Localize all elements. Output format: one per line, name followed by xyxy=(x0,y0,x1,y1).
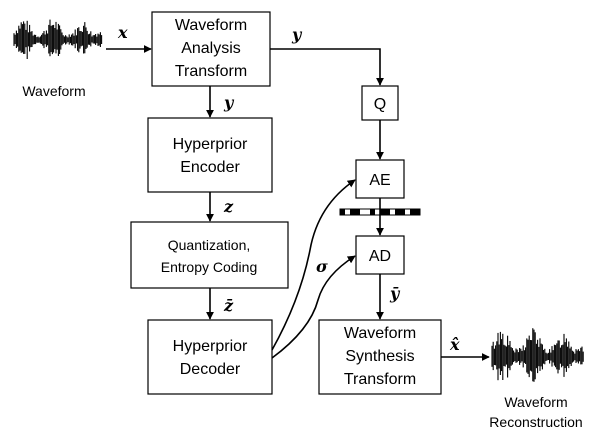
output-waveform-caption: Reconstruction xyxy=(489,414,582,430)
block-label: Synthesis xyxy=(345,348,414,365)
quantizer-block: Q xyxy=(361,85,399,121)
input-waveform-icon xyxy=(13,19,103,59)
signal-x-label: x xyxy=(117,23,128,42)
signal-sigma-label: σ xyxy=(316,257,328,276)
arithmetic-encoder-block: AE xyxy=(355,159,405,199)
block-label: Waveform xyxy=(175,17,247,34)
block-label: Waveform xyxy=(344,325,416,342)
signal-y-label: y xyxy=(223,93,235,112)
signal-x-hat-label: x̂ xyxy=(449,335,460,354)
arithmetic-decoder-block: AD xyxy=(355,235,405,275)
block-label: Quantization, xyxy=(168,237,251,253)
input-waveform-caption: Waveform xyxy=(22,83,85,99)
output-waveform-icon xyxy=(491,328,584,382)
signal-z-label: z xyxy=(223,197,234,216)
block-label: Entropy Coding xyxy=(161,259,258,275)
signal-y-bar-label: ȳ xyxy=(389,284,401,303)
block-label: Decoder xyxy=(180,361,241,378)
signal-y-label: y xyxy=(291,25,303,44)
arrow-sigma-to-ad xyxy=(271,255,356,359)
block-label: Q xyxy=(374,96,386,113)
quantization-entropy-coding-block: Quantization, Entropy Coding xyxy=(130,221,289,289)
block-label: Hyperprior xyxy=(173,136,248,153)
block-label: Transform xyxy=(344,371,416,388)
waveform-analysis-transform-block: Waveform Analysis Transform xyxy=(151,11,271,87)
arrow-sigma-to-ae xyxy=(271,179,356,351)
block-label: Transform xyxy=(175,63,247,80)
block-label: Hyperprior xyxy=(173,338,248,355)
output-waveform-caption: Waveform xyxy=(504,394,567,410)
block-label: AE xyxy=(369,172,390,189)
block-label: AD xyxy=(369,248,391,265)
hyperprior-encoder-block: Hyperprior Encoder xyxy=(147,117,273,193)
signal-z-bar-label: z̄ xyxy=(223,296,234,315)
block-label: Analysis xyxy=(181,40,241,57)
hyperprior-decoder-block: Hyperprior Decoder xyxy=(147,319,273,395)
waveform-synthesis-transform-block: Waveform Synthesis Transform xyxy=(318,319,442,395)
block-label: Encoder xyxy=(180,159,240,176)
arrow-y-to-q xyxy=(270,48,384,86)
